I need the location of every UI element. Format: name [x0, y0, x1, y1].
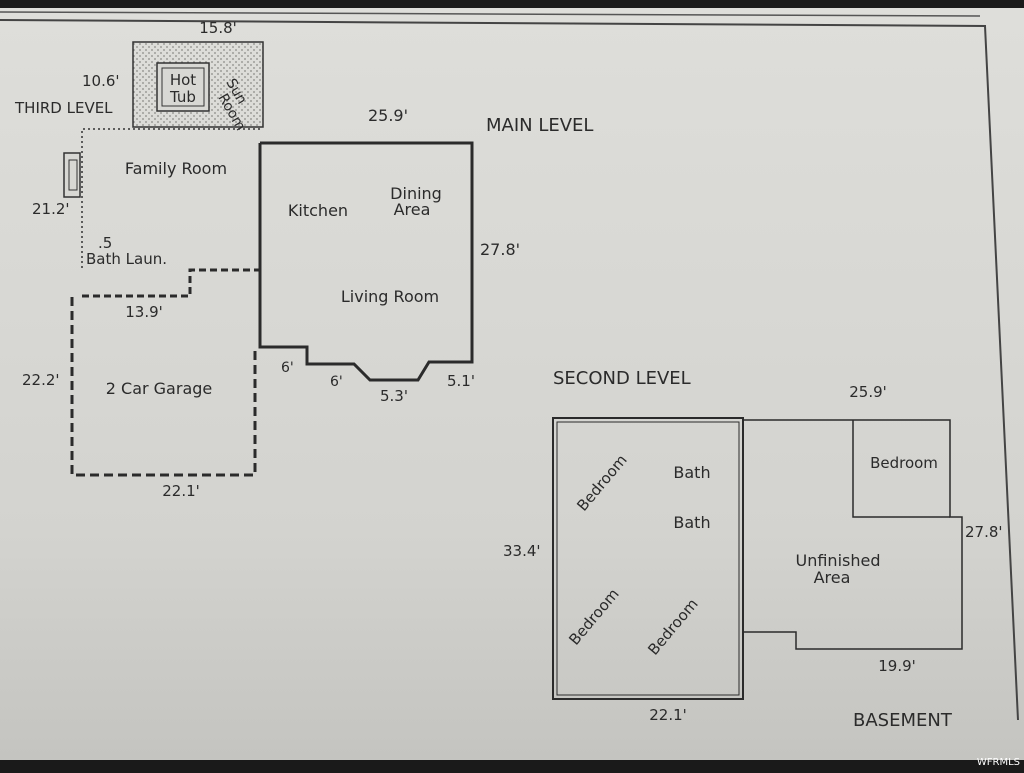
- main-level-plan: MAIN LEVEL 25.9' 27.8' 21.2' Family Room…: [22, 106, 593, 500]
- bottom-shadow-strip: [0, 760, 1024, 768]
- garage-width-dim: 22.1': [162, 482, 200, 500]
- family-room-label: Family Room: [125, 159, 227, 178]
- fireplace-inner: [68, 159, 78, 191]
- main-level-outline: [258, 141, 474, 382]
- hot-tub-outline: [156, 62, 210, 112]
- bay-dim-a: 6': [281, 360, 294, 376]
- bath-label-2: Bath: [673, 513, 710, 532]
- living-room-label: Living Room: [341, 287, 439, 306]
- fireplace-icon: [63, 152, 81, 198]
- paper-border: [0, 19, 1019, 721]
- basement-bedroom-label: Bedroom: [870, 454, 938, 472]
- bath-width-dim: 13.9': [125, 303, 163, 321]
- bay-dim-b: 6': [330, 374, 343, 390]
- second-level-width-dim: 22.1': [649, 706, 687, 724]
- bath-label-1: Bath: [673, 463, 710, 482]
- basement-width-dim: 25.9': [849, 383, 887, 401]
- unfinished-area-label-1: Unfinished: [796, 551, 881, 570]
- hot-tub-inner: [161, 67, 205, 107]
- garage-outline: [70, 297, 257, 477]
- second-level-depth-dim: 33.4': [503, 542, 541, 560]
- family-room-outline: [81, 128, 260, 270]
- bath-laundry-label: Bath Laun.: [86, 250, 167, 268]
- dining-label-1: Dining: [390, 184, 442, 203]
- main-level-depth-dim: 27.8': [480, 240, 520, 259]
- family-room-depth-dim: 21.2': [32, 200, 70, 218]
- garage-depth-dim: 22.2': [22, 371, 60, 389]
- bay-dim-d: 5.1': [447, 372, 475, 390]
- hot-tub-label-1: Hot: [170, 71, 196, 89]
- basement-depth-dim: 27.8': [965, 523, 1003, 541]
- third-level-width-dim: 15.8': [199, 19, 237, 37]
- third-level-plan: Hot Tub Sun Room 15.8' 10.6' THIRD LEVEL: [14, 19, 264, 134]
- second-level-outer: [552, 417, 744, 700]
- third-level-depth-dim: 10.6': [82, 72, 120, 90]
- paper-sheet: [0, 8, 1024, 760]
- third-level-label: THIRD LEVEL: [14, 99, 113, 117]
- half-bath-prefix: .5: [98, 234, 112, 252]
- paper-edge-line: [0, 11, 981, 17]
- basement-plan: 25.9' 27.8' 19.9' Bedroom Unfinished Are…: [743, 383, 1003, 731]
- main-level-label: MAIN LEVEL: [486, 115, 593, 136]
- hot-tub-label-2: Tub: [169, 88, 196, 106]
- bath-laundry-divider: [82, 268, 260, 298]
- bay-dim-c: 5.3': [380, 387, 408, 405]
- dining-label-2: Area: [394, 200, 431, 219]
- unfinished-area-label-2: Area: [814, 568, 851, 587]
- basement-label: BASEMENT: [853, 710, 953, 731]
- garage-label: 2 Car Garage: [106, 379, 213, 398]
- watermark-text: WFRMLS: [977, 757, 1020, 768]
- basement-outline: [743, 419, 963, 650]
- kitchen-label: Kitchen: [288, 201, 348, 220]
- main-level-width-dim: 25.9': [368, 106, 408, 125]
- second-level-inner: [556, 421, 740, 696]
- basement-bottom-dim: 19.9': [878, 657, 916, 675]
- second-level-label: SECOND LEVEL: [553, 368, 691, 389]
- basement-bedroom-outline: [852, 420, 950, 518]
